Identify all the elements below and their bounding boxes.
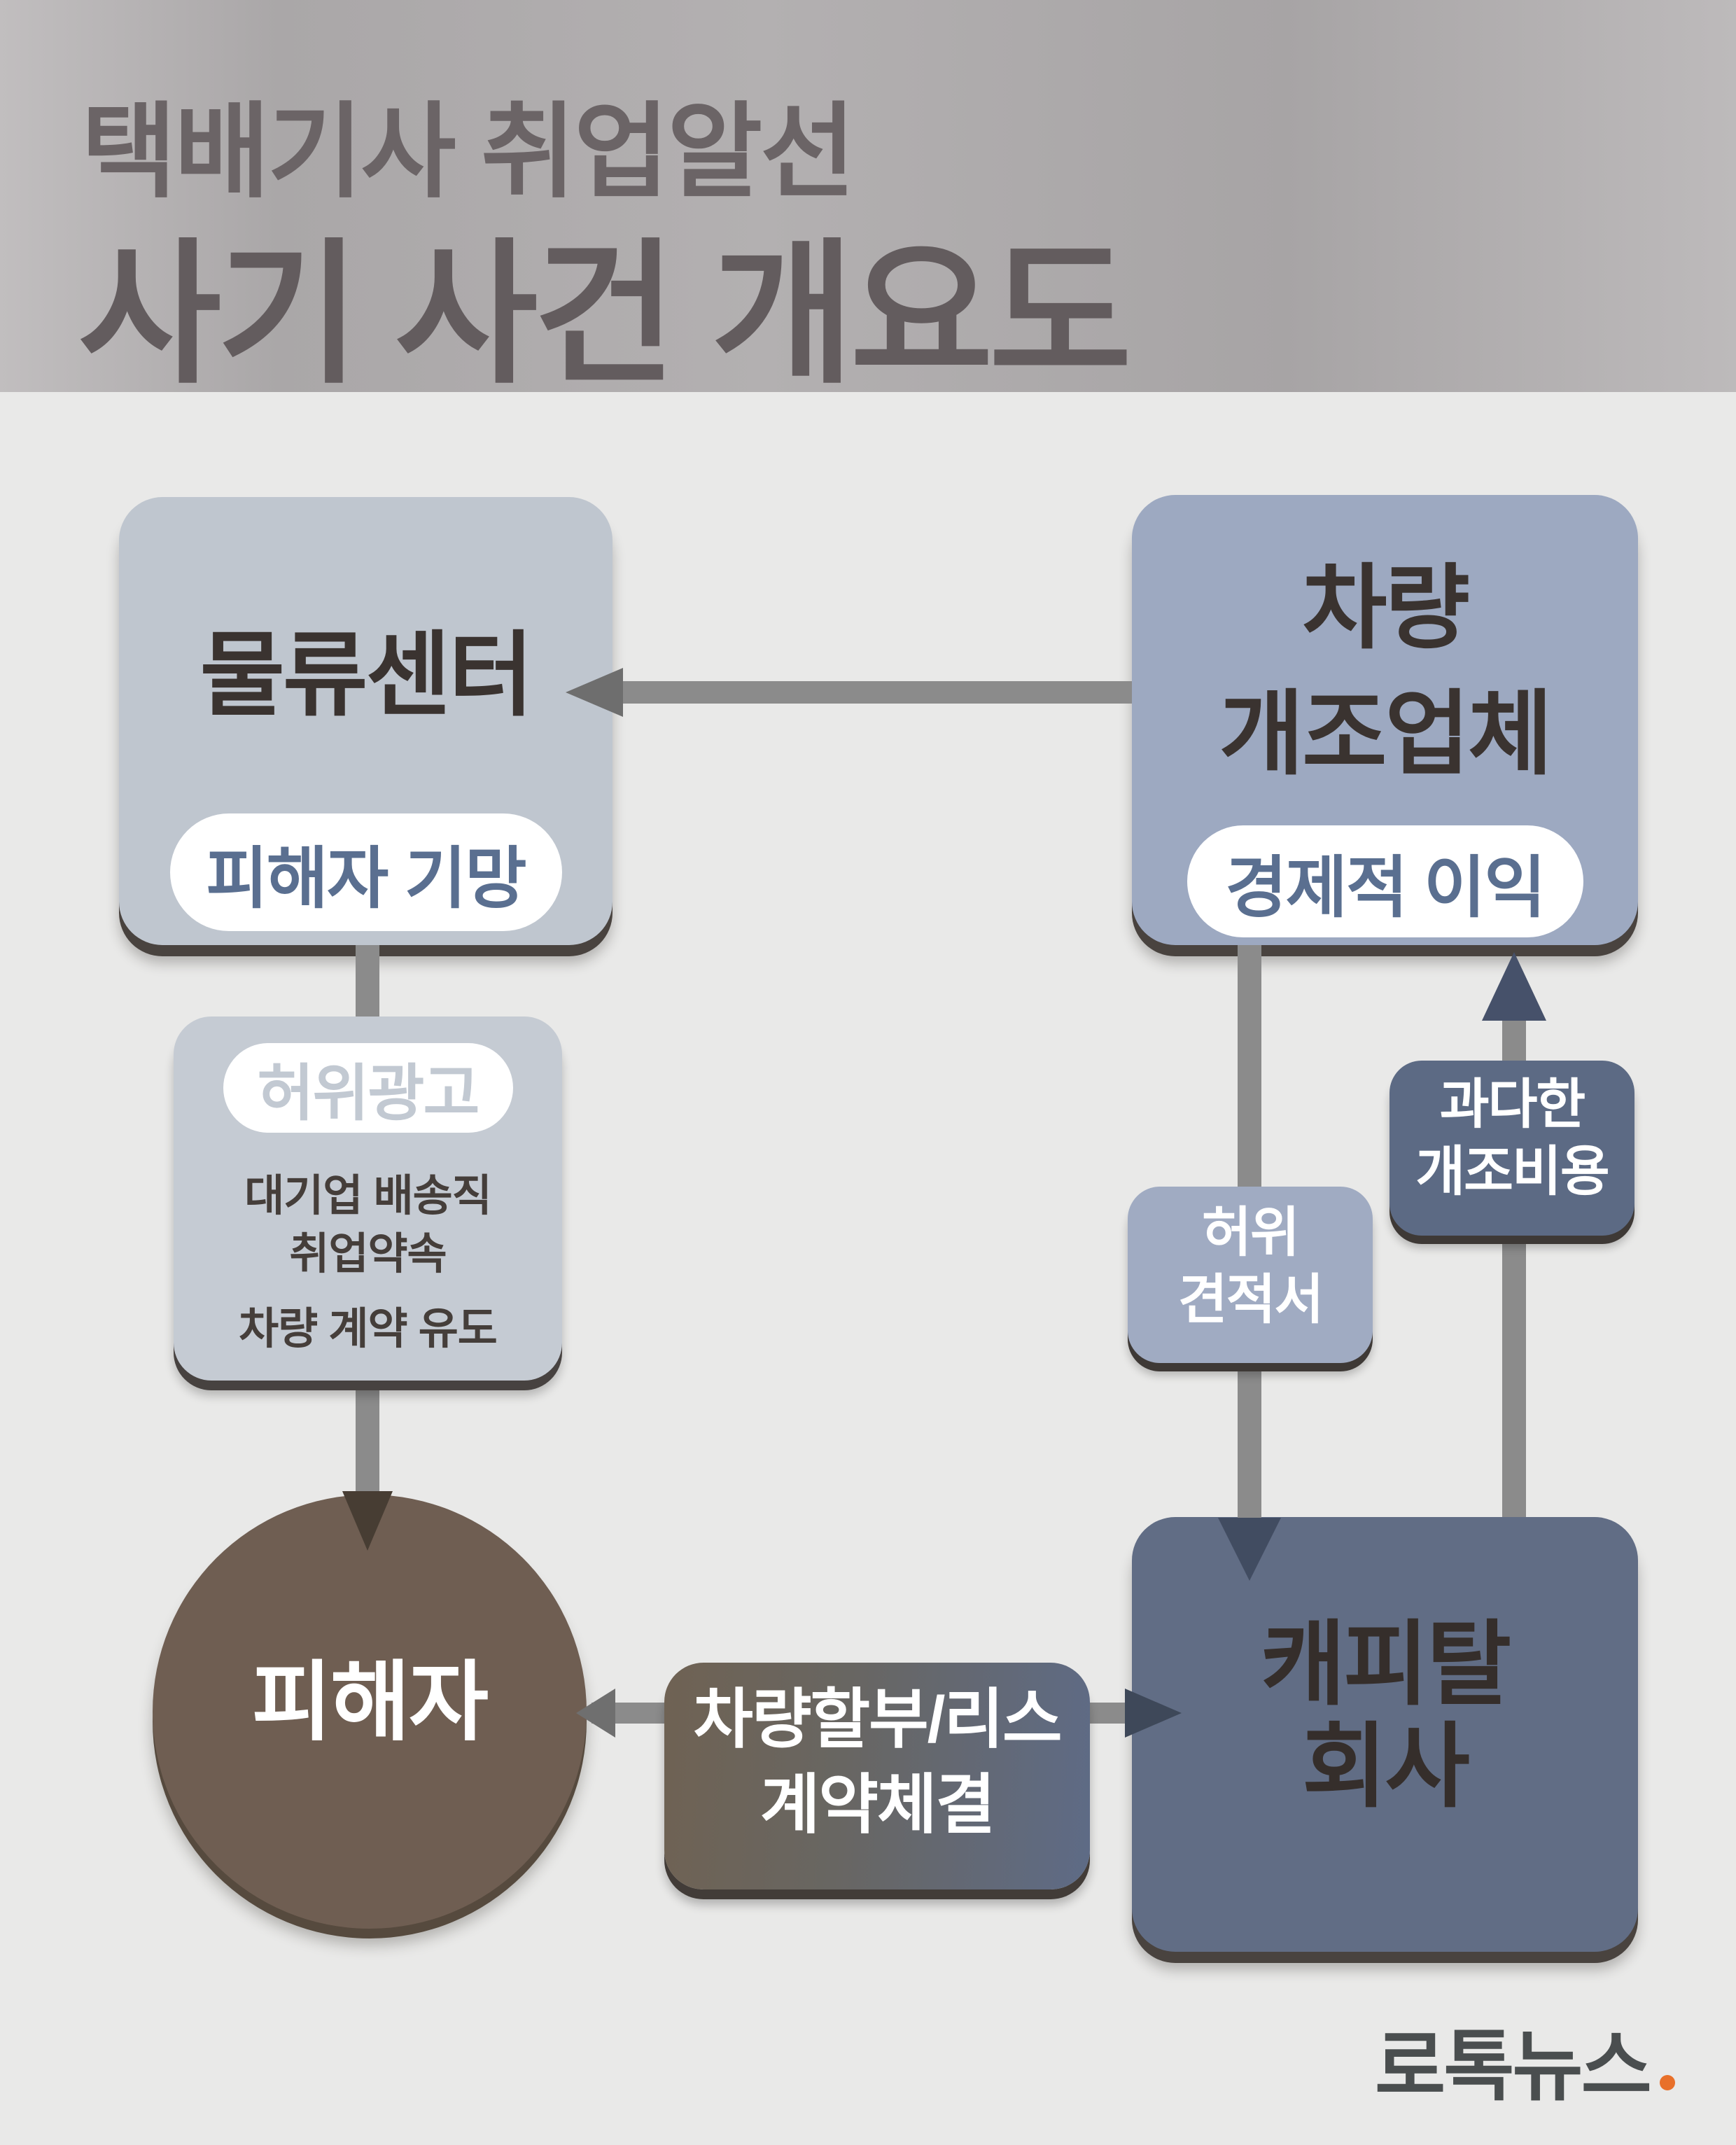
label-false-estimate-text: 허위 견적서	[1177, 1199, 1324, 1334]
header-subtitle: 택배기사 취업알선	[81, 95, 855, 210]
node-capital-title: 캐피탈 회사	[1132, 1614, 1638, 1818]
excess-cost-line1: 과다한	[1439, 1075, 1586, 1135]
node-converter-title-line1: 차량	[1302, 557, 1470, 659]
node-victim-circle: 피해자	[153, 1495, 587, 1929]
node-capital-company: 캐피탈 회사	[1132, 1517, 1638, 1952]
arrowhead-into-logistics-icon	[566, 668, 623, 717]
node-logistics-center: 물류센터 피해자 기망	[119, 497, 612, 945]
label-excess-conversion-cost: 과다한 개조비용	[1390, 1061, 1634, 1236]
false-ad-line3: 차량 계약 유도	[239, 1305, 498, 1353]
false-ad-line1: 대기업 배송직	[244, 1172, 491, 1220]
lease-line1: 차량할부/리스	[693, 1683, 1062, 1756]
label-false-advertising: 허위광고 대기업 배송직 취업약속 차량 계약 유도	[174, 1016, 562, 1381]
node-converter-title: 차량 개조업체	[1132, 545, 1638, 797]
label-lease-contract: 차량할부/리스 계약체결	[664, 1663, 1090, 1889]
badge-victim-deception: 피해자 기망	[169, 813, 562, 931]
excess-cost-line2: 개조비용	[1415, 1142, 1609, 1202]
logo-text: 로톡뉴스	[1375, 2024, 1652, 2110]
node-logistics-title: 물류센터	[200, 624, 534, 727]
label-lease-text: 차량할부/리스 계약체결	[693, 1677, 1062, 1847]
lease-line2: 계약체결	[760, 1768, 995, 1841]
node-capital-title-line1: 캐피탈	[1260, 1613, 1511, 1716]
false-estimate-line1: 허위	[1202, 1203, 1300, 1263]
node-converter-title-line2: 개조업체	[1219, 683, 1553, 785]
arrowhead-double-right-icon	[1125, 1689, 1182, 1738]
false-ad-line2: 취업약속	[289, 1230, 447, 1278]
victim-label: 피해자	[251, 1654, 489, 1751]
badge-economic-gain: 경제적 이익	[1186, 825, 1583, 937]
node-vehicle-converter: 차량 개조업체 경제적 이익	[1132, 495, 1638, 945]
arrowhead-into-converter-icon	[1482, 952, 1546, 1021]
lawtalk-news-logo: 로톡뉴스	[1375, 2004, 1675, 2116]
arrow-converter-to-logistics-shaft	[612, 681, 1132, 704]
arrowhead-into-capital-icon	[1218, 1518, 1281, 1581]
label-excess-cost-text: 과다한 개조비용	[1415, 1071, 1609, 1206]
logo-dot	[1659, 2075, 1675, 2090]
label-false-estimate: 허위 견적서	[1128, 1187, 1373, 1363]
false-estimate-line2: 견적서	[1177, 1270, 1324, 1330]
node-capital-title-line2: 회사	[1302, 1715, 1470, 1818]
arrowhead-double-left-icon	[576, 1689, 615, 1738]
arrowhead-into-victim-icon	[342, 1491, 393, 1551]
header-banner: 택배기사 취업알선 사기 사건 개요도	[0, 0, 1736, 402]
badge-false-ad: 허위광고	[223, 1043, 513, 1133]
page-title: 사기 사건 개요도	[78, 228, 1132, 402]
